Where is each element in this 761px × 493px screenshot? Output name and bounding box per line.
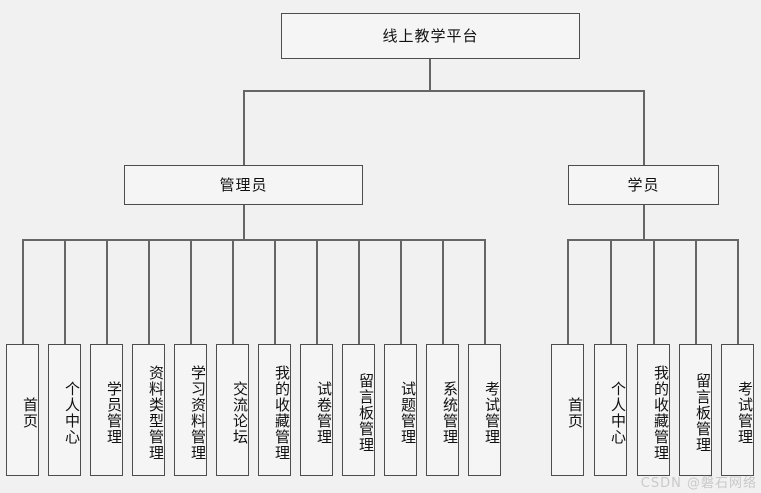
connector-admin-leaf-drop (22, 239, 24, 345)
admin-leaf-我的收藏管理[interactable]: 我的收藏管理 (258, 344, 291, 476)
connector-student-leaf-drop (567, 239, 569, 345)
admin-leaf-资料类型管理[interactable]: 资料类型管理 (132, 344, 165, 476)
student-leaf-考试管理[interactable]: 考试管理 (721, 344, 754, 476)
admin-leaf-考试管理[interactable]: 考试管理 (468, 344, 501, 476)
connector-student-leaf-drop (653, 239, 655, 345)
connector-admin-leaf-drop (148, 239, 150, 345)
admin-leaf-交流论坛[interactable]: 交流论坛 (216, 344, 249, 476)
connector-admin-leaf-drop (484, 239, 486, 345)
role-node-admin[interactable]: 管理员 (124, 165, 363, 205)
connector-drop-admin (243, 90, 245, 165)
connector-student-leaf-bus (567, 239, 738, 241)
student-leaf-个人中心[interactable]: 个人中心 (594, 344, 627, 476)
connector-root-stem (429, 59, 431, 92)
admin-leaf-系统管理[interactable]: 系统管理 (426, 344, 459, 476)
connector-admin-leaf-drop (274, 239, 276, 345)
connector-student-leaf-drop (695, 239, 697, 345)
root-node-platform[interactable]: 线上教学平台 (281, 13, 580, 59)
connector-student-leaf-drop (610, 239, 612, 345)
admin-leaf-学习资料管理[interactable]: 学习资料管理 (174, 344, 207, 476)
admin-leaf-学员管理[interactable]: 学员管理 (90, 344, 123, 476)
connector-admin-leaf-bus (22, 239, 486, 241)
student-leaf-留言板管理[interactable]: 留言板管理 (679, 344, 712, 476)
csdn-watermark: CSDN @磐石网络 (640, 476, 757, 491)
connector-admin-leaf-drop (316, 239, 318, 345)
connector-admin-leaf-drop (232, 239, 234, 345)
connector-admin-leaf-drop (106, 239, 108, 345)
connector-admin-leaf-drop (358, 239, 360, 345)
connector-level1-bus (243, 90, 643, 92)
admin-leaf-首页[interactable]: 首页 (6, 344, 39, 476)
connector-admin-leaf-drop (190, 239, 192, 345)
connector-drop-student (643, 90, 645, 165)
admin-leaf-留言板管理[interactable]: 留言板管理 (342, 344, 375, 476)
connector-admin-leaf-drop (400, 239, 402, 345)
admin-leaf-试题管理[interactable]: 试题管理 (384, 344, 417, 476)
connector-student-stem (643, 204, 645, 241)
connector-admin-leaf-drop (64, 239, 66, 345)
student-leaf-我的收藏管理[interactable]: 我的收藏管理 (637, 344, 670, 476)
connector-admin-leaf-drop (442, 239, 444, 345)
admin-leaf-试卷管理[interactable]: 试卷管理 (300, 344, 333, 476)
role-node-student[interactable]: 学员 (568, 165, 719, 205)
connector-student-leaf-drop (737, 239, 739, 345)
admin-leaf-个人中心[interactable]: 个人中心 (48, 344, 81, 476)
connector-admin-stem (243, 204, 245, 241)
student-leaf-首页[interactable]: 首页 (551, 344, 584, 476)
